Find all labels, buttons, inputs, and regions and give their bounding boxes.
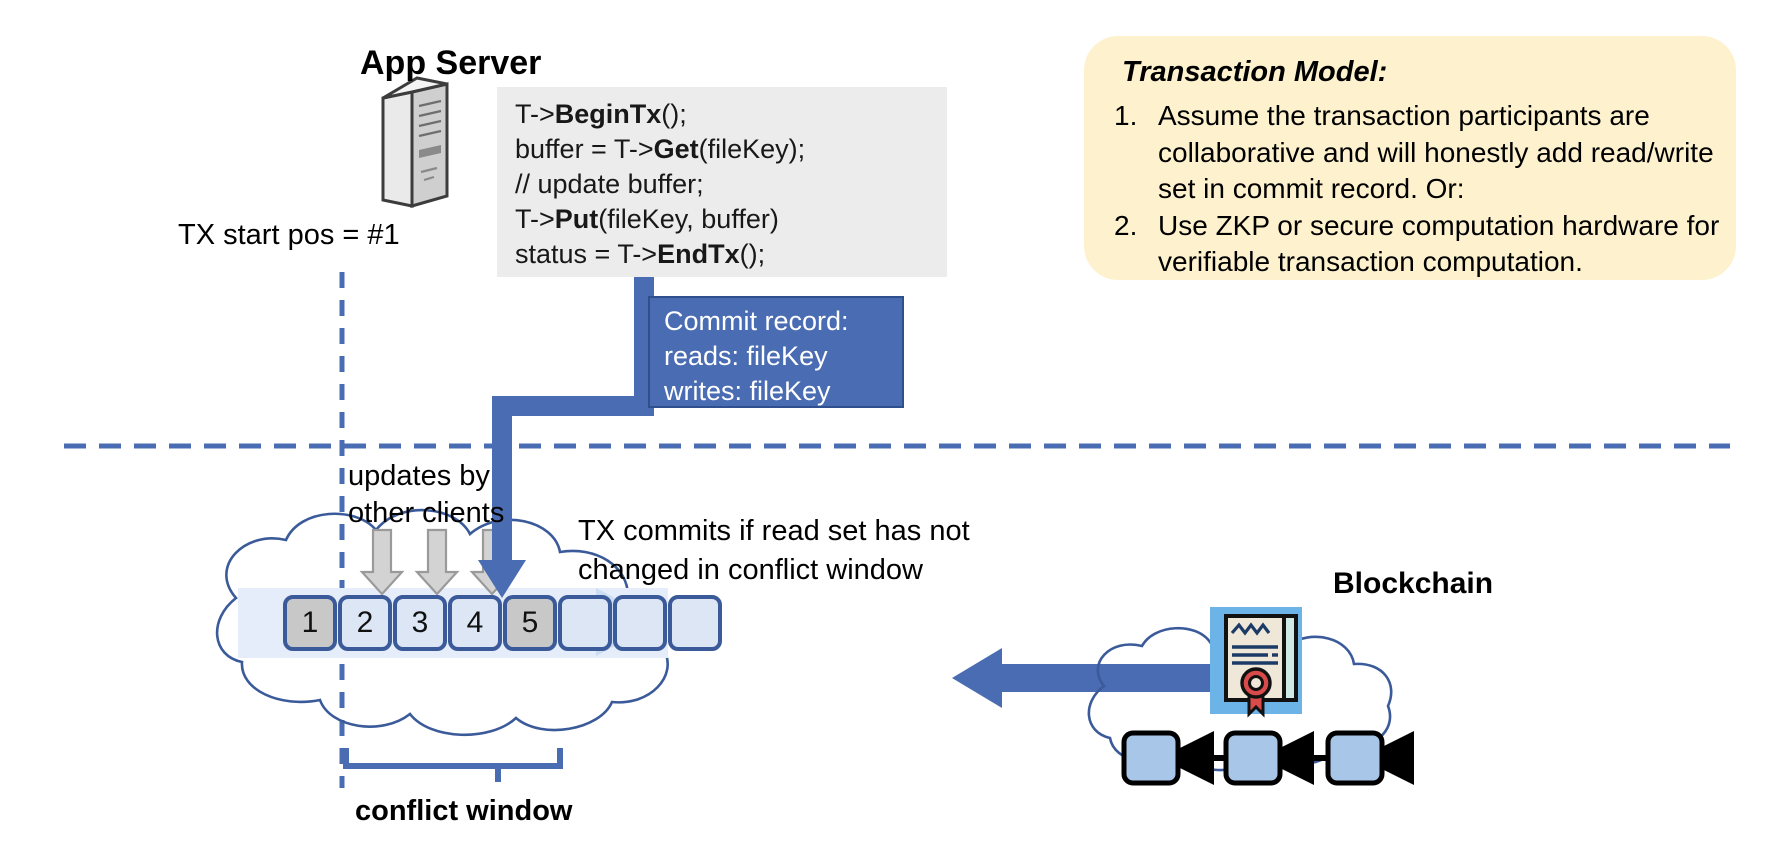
updates-label-line1: updates by bbox=[348, 460, 490, 492]
transaction-model-box: Transaction Model: 1. Assume the transac… bbox=[1084, 36, 1736, 280]
tx-commits-line2: changed in conflict window bbox=[578, 554, 923, 586]
conflict-window-label: conflict window bbox=[355, 795, 573, 827]
blockchain-label: Blockchain bbox=[1333, 567, 1494, 600]
log-entry-box[interactable]: 2 bbox=[338, 595, 392, 651]
code-pre: buffer = T-> bbox=[515, 134, 654, 164]
code-bold: BeginTx bbox=[554, 99, 662, 129]
log-entry-label: 4 bbox=[466, 606, 484, 639]
transaction-model-list: 1. Assume the transaction participants a… bbox=[1114, 98, 1724, 281]
code-pre: T-> bbox=[515, 204, 555, 234]
transaction-model-title: Transaction Model: bbox=[1122, 56, 1388, 88]
code-line: T->BeginTx(); bbox=[515, 97, 941, 132]
updates-label-line2: other clients bbox=[348, 497, 505, 529]
code-pre: // update buffer; bbox=[515, 169, 704, 199]
log-entry-box[interactable]: 5 bbox=[503, 595, 557, 651]
code-block: T->BeginTx(); buffer = T->Get(fileKey); … bbox=[497, 87, 947, 277]
log-entry-box[interactable]: 4 bbox=[448, 595, 502, 651]
code-pre: T-> bbox=[515, 99, 555, 129]
blockchain-blocks bbox=[1121, 730, 1385, 786]
code-post: (fileKey, buffer) bbox=[598, 204, 779, 234]
app-server-title: App Server bbox=[360, 44, 542, 82]
code-post: (fileKey); bbox=[698, 134, 806, 164]
log-entry-label: 3 bbox=[411, 606, 429, 639]
code-line: buffer = T->Get(fileKey); bbox=[515, 132, 941, 167]
server-tower-icon bbox=[381, 76, 449, 208]
code-line: T->Put(fileKey, buffer) bbox=[515, 202, 941, 237]
list-item: 1. Assume the transaction participants a… bbox=[1114, 98, 1724, 208]
bidirectional-sync-arrow bbox=[952, 648, 1262, 708]
list-item-number: 2. bbox=[1114, 209, 1138, 241]
log-entry-box[interactable] bbox=[668, 595, 722, 651]
log-entry-label: 5 bbox=[521, 606, 539, 639]
list-item-number: 1. bbox=[1114, 100, 1138, 131]
tx-commits-condition-label: TX commits if read set has not changed i… bbox=[578, 512, 970, 590]
code-bold: Put bbox=[554, 204, 599, 234]
code-post: (); bbox=[661, 99, 687, 129]
tx-commits-line1: TX commits if read set has not bbox=[578, 515, 970, 547]
conflict-window-brace bbox=[343, 748, 563, 782]
log-entry-box[interactable] bbox=[613, 595, 667, 651]
code-line: // update buffer; bbox=[515, 167, 941, 202]
log-entry-label: 1 bbox=[301, 606, 319, 639]
commit-record-reads: reads: fileKey bbox=[664, 341, 828, 371]
commit-record-title: Commit record: bbox=[664, 306, 849, 336]
log-entry-label: 2 bbox=[356, 606, 374, 639]
list-item: 2. Use ZKP or secure computation hardwar… bbox=[1114, 208, 1724, 281]
log-entry-box[interactable]: 3 bbox=[393, 595, 447, 651]
update-arrow-1 bbox=[359, 528, 405, 596]
log-entry-box[interactable]: 1 bbox=[283, 595, 337, 651]
updates-by-other-clients-label: updates by other clients bbox=[348, 458, 504, 532]
list-item-text: Assume the transaction participants are … bbox=[1158, 100, 1714, 204]
update-arrow-2 bbox=[414, 528, 460, 596]
log-entry-box[interactable] bbox=[558, 595, 612, 651]
code-pre: status = T-> bbox=[515, 239, 658, 269]
code-post: (); bbox=[739, 239, 766, 269]
code-line: status = T->EndTx(); bbox=[515, 237, 941, 272]
code-bold: EndTx bbox=[657, 239, 740, 269]
code-bold: Get bbox=[653, 134, 699, 164]
tx-start-position-label: TX start pos = #1 bbox=[178, 219, 400, 251]
commit-record-writes: writes: fileKey bbox=[664, 376, 831, 406]
certificate-seal-icon bbox=[1210, 607, 1302, 718]
commit-record-box: Commit record: reads: fileKey writes: fi… bbox=[648, 296, 904, 408]
list-item-text: Use ZKP or secure computation hardware f… bbox=[1158, 209, 1720, 278]
